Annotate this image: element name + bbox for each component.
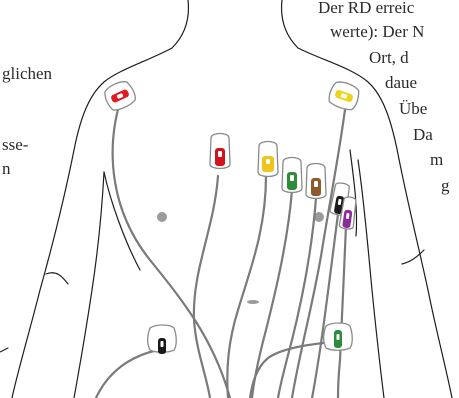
electrode-ll (324, 323, 353, 350)
lead-wire-v6 (338, 226, 346, 398)
lead-wire-rl (96, 350, 158, 398)
lead-wire-v1 (194, 176, 218, 398)
neck-left-line (172, 0, 188, 48)
electrode-la (326, 79, 361, 112)
lead-wire-ll (250, 342, 334, 398)
lead-wire-v5 (312, 214, 338, 398)
electrode-v3 (282, 158, 302, 193)
electrode-v4 (306, 164, 326, 199)
hip-hint-line (0, 348, 8, 352)
navel (247, 300, 259, 304)
electrode-rl (148, 325, 177, 354)
lead-wire-v2 (227, 176, 266, 398)
electrode-v2 (258, 142, 278, 177)
right-nipple (157, 212, 167, 222)
electrode-v1 (210, 134, 230, 169)
right-elbow-crease (46, 273, 68, 284)
neck-right-line (282, 0, 298, 48)
electrode-ra (102, 78, 139, 113)
right-inner-arm-outline (74, 172, 104, 398)
left-inner-arm-outline (358, 160, 384, 398)
right-armpit-line (104, 172, 140, 270)
